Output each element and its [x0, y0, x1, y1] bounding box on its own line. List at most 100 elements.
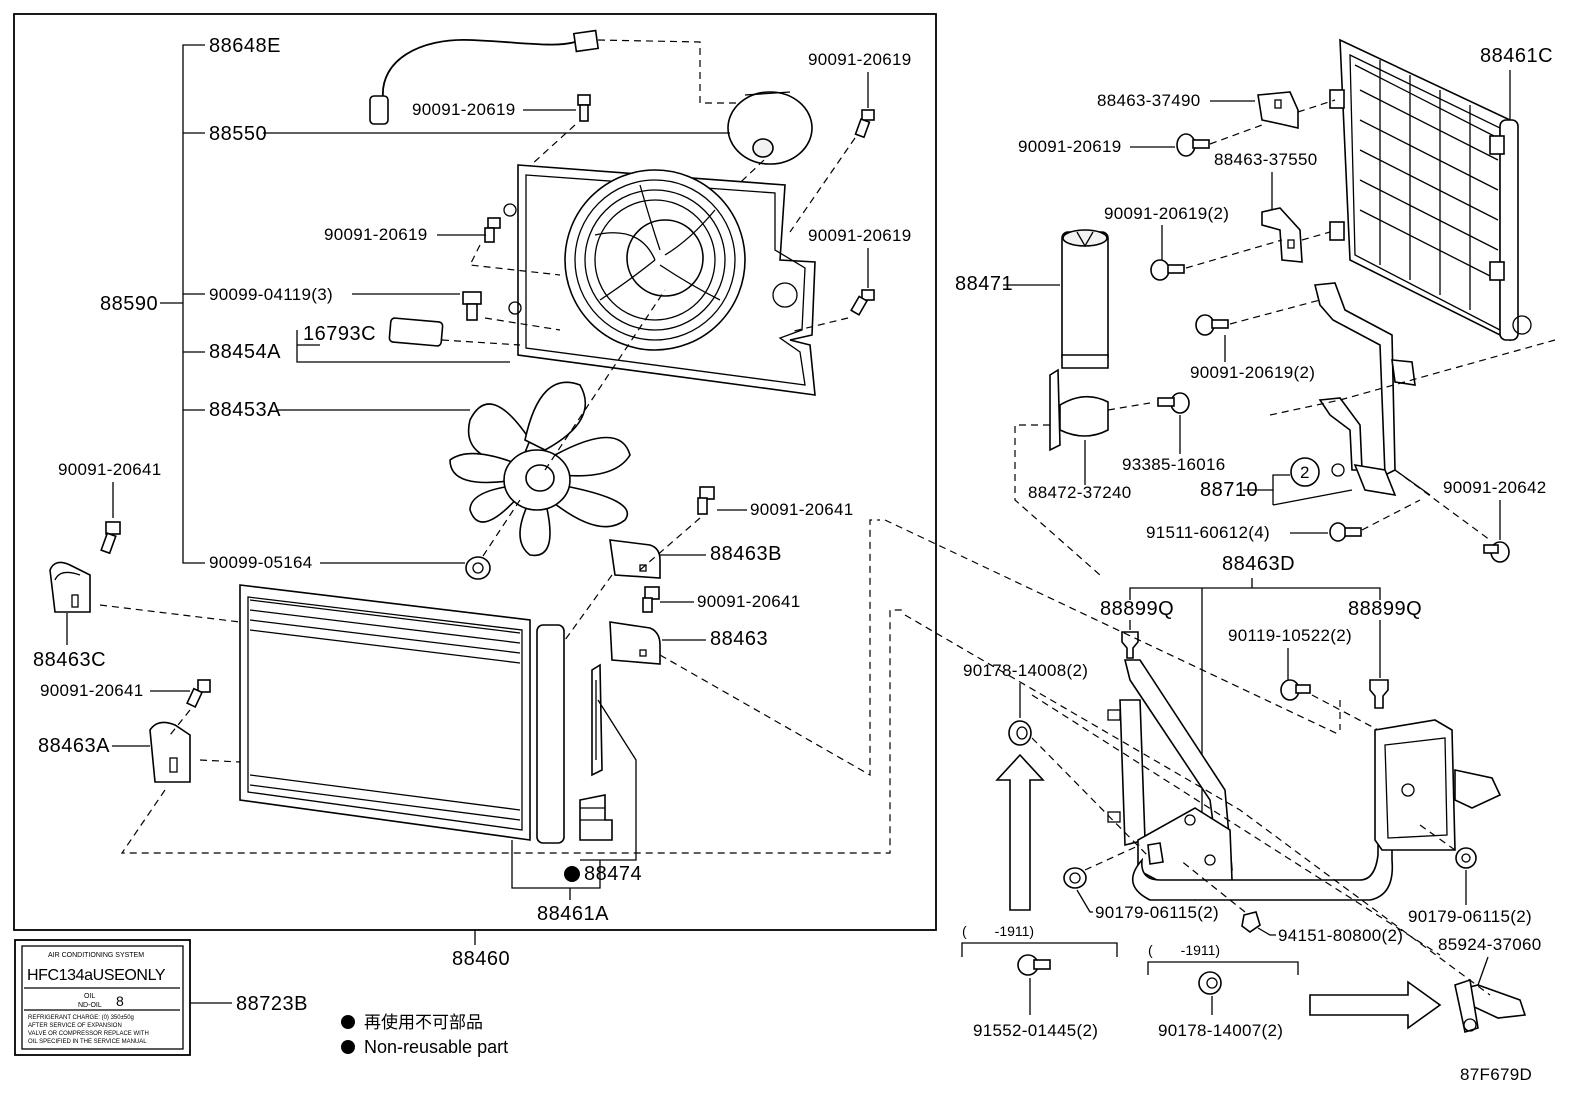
label-88710-circle: 2 [1300, 463, 1310, 482]
label-88899Q-a: 88899Q [1100, 598, 1174, 620]
label-88463C: 88463C [33, 649, 106, 671]
right-arrow-icon [1309, 980, 1442, 1030]
label-90091-20641-b: 90091-20641 [750, 500, 854, 519]
label-91552-01445: 91552-01445(2) [973, 1021, 1098, 1040]
bolt-90091-20619-b [854, 109, 875, 139]
label-90091-20641-d: 90091-20641 [40, 681, 144, 700]
fan-88453A [449, 381, 631, 557]
label-90091-20619-2b: 90091-20619(2) [1190, 363, 1315, 382]
label-90091-20641-a: 90091-20641 [58, 460, 162, 479]
date-range-right: ( -1911) [1148, 942, 1220, 958]
label-90091-20642: 90091-20642 [1443, 478, 1547, 497]
bolt-90091-20619-2b [1195, 314, 1229, 336]
label-90091-20641-c: 90091-20641 [697, 592, 801, 611]
grommet-90178-14007 [1198, 971, 1222, 995]
label-88460: 88460 [452, 948, 510, 970]
label-88472-37240: 88472-37240 [1028, 483, 1132, 502]
label-88710: 88710 [1200, 479, 1258, 501]
legend-jp: 再使用不可部品 [364, 1012, 483, 1032]
fan-shroud-88454A [503, 164, 816, 396]
label-88723B: 88723B [236, 993, 308, 1015]
clip-88899Q-b [1369, 679, 1389, 709]
label-88453A: 88453A [209, 399, 281, 421]
caution-label-oil-no: ND-OIL [78, 1002, 102, 1009]
bolt-91552-01445 [1017, 954, 1051, 976]
bolt-90091-20619-a [577, 94, 591, 122]
label-90119-10522: 90119-10522(2) [1228, 626, 1352, 645]
bracket-88463 [609, 621, 661, 665]
label-88463A: 88463A [38, 735, 110, 757]
bolt-90091-20641-d [186, 679, 211, 709]
bolt-90091-20619-d [850, 289, 875, 316]
label-88899Q-b: 88899Q [1348, 598, 1422, 620]
up-arrow-icon [995, 753, 1045, 911]
bracket-88472-37240 [1049, 368, 1109, 452]
label-88461A: 88461A [537, 903, 609, 925]
bracket-88463-37490 [1257, 91, 1299, 130]
label-90178-14007: 90178-14007(2) [1158, 1021, 1283, 1040]
label-90179-06115-b: 90179-06115(2) [1408, 907, 1532, 926]
bolt-90091-20641-a [100, 521, 121, 555]
connector-85924-37060 [1454, 978, 1527, 1034]
label-plate-16793C [388, 317, 444, 347]
caution-label-refrigerant: HFC134aUSEONLY [27, 967, 166, 984]
legend-dot-jp [341, 1015, 355, 1029]
legend-dot-en [341, 1040, 355, 1054]
label-88461C: 88461C [1480, 45, 1553, 67]
legend-en: Non-reusable part [364, 1037, 508, 1057]
label-88463: 88463 [710, 628, 768, 650]
bracket-88463C [49, 561, 91, 613]
bolt-90091-20619-e [1176, 133, 1210, 157]
bolt-93385-16016 [1157, 392, 1190, 414]
bracket-88463D [1107, 659, 1502, 901]
label-90179-06115-a: 90179-06115(2) [1095, 903, 1219, 922]
bolt-90099-04119 [462, 291, 482, 321]
grommet-90178-14008 [1008, 720, 1032, 746]
condenser-88461A [239, 584, 565, 844]
caution-label-88723B: AIR CONDITIONING SYSTEM HFC134aUSEONLY O… [14, 939, 191, 1056]
label-90099-05164: 90099-05164 [209, 553, 313, 572]
label-88590: 88590 [100, 293, 158, 315]
label-90091-20619-2a: 90091-20619(2) [1104, 204, 1229, 223]
date-range-left: ( -1911) [962, 923, 1034, 939]
bolt-90091-20642 [1483, 541, 1510, 563]
bracket-88463B [609, 539, 661, 579]
caution-label-top: AIR CONDITIONING SYSTEM [48, 952, 144, 959]
label-88463-37550: 88463-37550 [1214, 150, 1318, 169]
label-16793C: 16793C [303, 323, 376, 345]
caution-label-line3: VALVE OR COMPRESSOR REPLACE WITH [28, 1031, 149, 1037]
label-88471: 88471 [955, 273, 1013, 295]
nut-90099-05164 [465, 556, 491, 580]
bolt-90119-10522 [1280, 679, 1311, 701]
fan-motor-88550 [727, 91, 813, 165]
bolt-90091-20641-b [697, 486, 715, 515]
caution-label-line1: REFRIGERANT CHARGE: (0) 350±50g [28, 1015, 134, 1021]
diagram-code: 87F679D [1460, 1065, 1532, 1084]
caution-label-oil: OIL [84, 993, 95, 1000]
harness-88648E [382, 39, 576, 99]
label-88454A: 88454A [209, 341, 281, 363]
label-88550: 88550 [209, 123, 267, 145]
desiccant-88474 [579, 663, 637, 861]
non-reusable-dot-88474 [564, 866, 580, 882]
label-90091-20619-a: 90091-20619 [412, 100, 516, 119]
label-88463-37490: 88463-37490 [1097, 91, 1201, 110]
label-88648E: 88648E [209, 35, 281, 57]
label-88463B: 88463B [710, 543, 782, 565]
label-85924-37060: 85924-37060 [1438, 935, 1542, 954]
bolt-90091-20619-2a [1150, 259, 1185, 281]
label-90091-20619-c: 90091-20619 [324, 225, 428, 244]
bracket-88463-37550 [1261, 207, 1303, 263]
caution-label-line2: AFTER SERVICE OF EXPANSION [28, 1023, 122, 1029]
clip-88899Q-a [1121, 631, 1139, 659]
caution-label-line4: OIL SPECIFIED IN THE SERVICE MANUAL [28, 1039, 147, 1045]
label-88474: 88474 [584, 863, 642, 885]
nut-90179-06115-b [1455, 847, 1477, 869]
pipe-88710 [1313, 282, 1431, 497]
receiver-88471 [1061, 229, 1109, 369]
bracket-88463A [149, 721, 191, 783]
callout-circle-88710 [1290, 457, 1320, 487]
condenser-88461C [1329, 38, 1532, 342]
nut-90179-06115-a [1063, 867, 1087, 889]
